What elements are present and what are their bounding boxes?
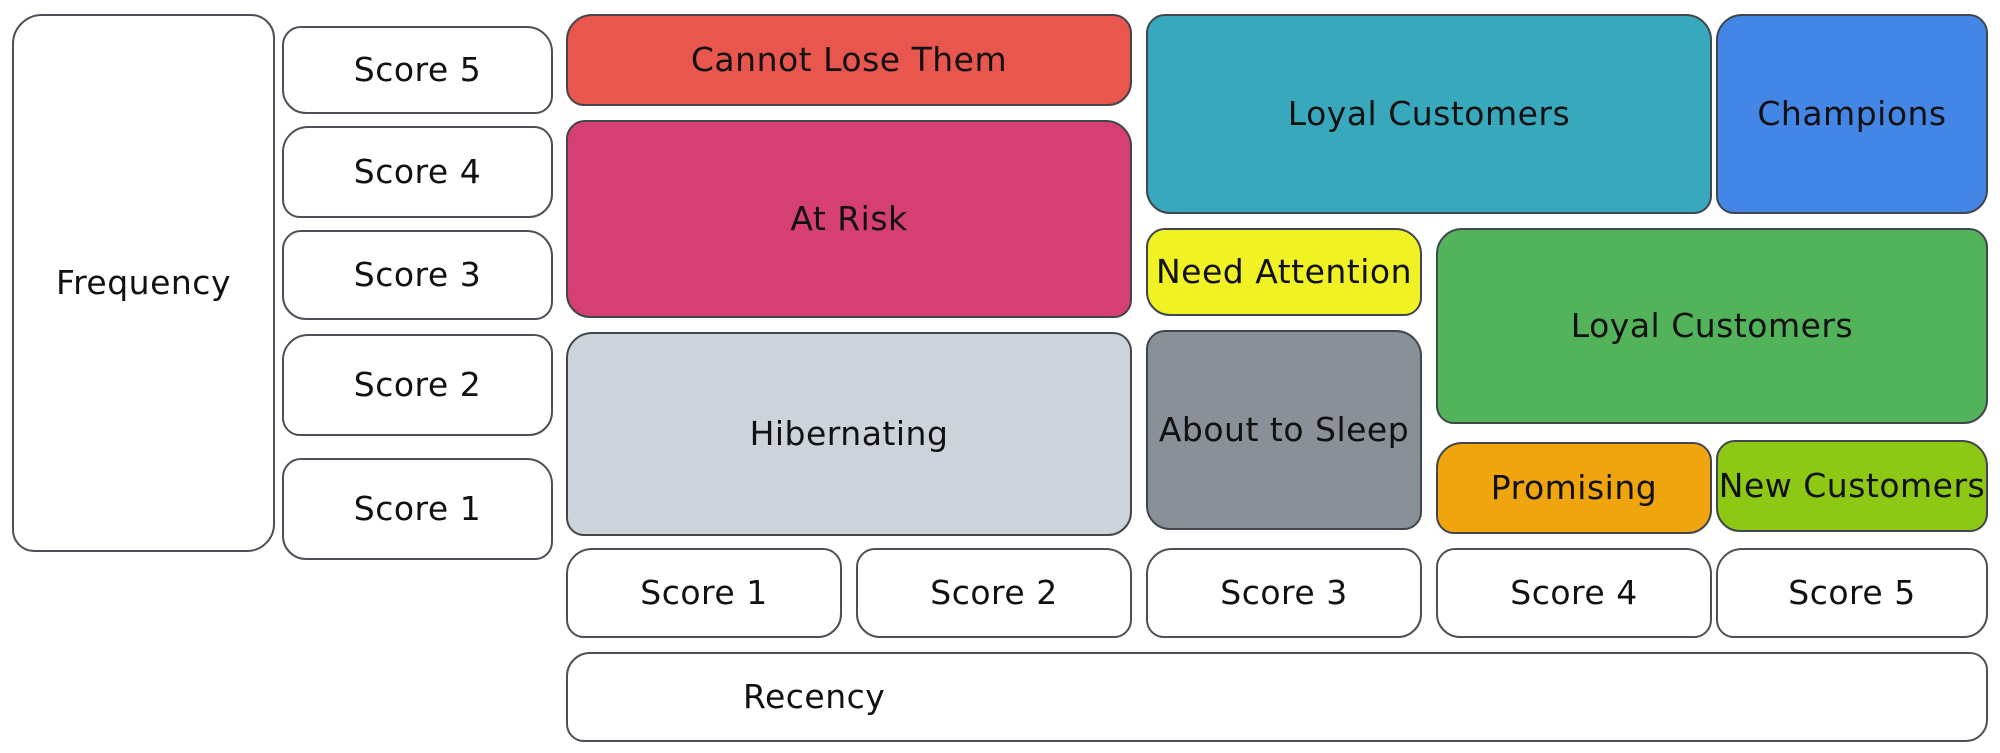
frequency-score-2-box: Score 2 bbox=[282, 334, 553, 436]
frequency-score-3-box: Score 3 bbox=[282, 230, 553, 320]
segment-hibernating: Hibernating bbox=[566, 332, 1132, 536]
segment-need-attention: Need Attention bbox=[1146, 228, 1422, 316]
segment-at-risk: At Risk bbox=[566, 120, 1132, 318]
segment-promising: Promising bbox=[1436, 442, 1712, 534]
segment-loyal-customers-upper: Loyal Customers bbox=[1146, 14, 1712, 214]
segment-cannot-lose-them: Cannot Lose Them bbox=[566, 14, 1132, 106]
recency-axis-label: Recency bbox=[566, 652, 1988, 742]
frequency-score-4-box: Score 4 bbox=[282, 126, 553, 218]
frequency-score-5-box: Score 5 bbox=[282, 26, 553, 114]
segment-champions: Champions bbox=[1716, 14, 1988, 214]
recency-score-4-box: Score 4 bbox=[1436, 548, 1712, 638]
recency-score-3-box: Score 3 bbox=[1146, 548, 1422, 638]
segment-about-to-sleep: About to Sleep bbox=[1146, 330, 1422, 530]
recency-score-2-box: Score 2 bbox=[856, 548, 1132, 638]
frequency-score-1-box: Score 1 bbox=[282, 458, 553, 560]
recency-score-1-box: Score 1 bbox=[566, 548, 842, 638]
frequency-axis-label: Frequency bbox=[12, 14, 275, 552]
segment-new-customers: New Customers bbox=[1716, 440, 1988, 532]
recency-score-5-box: Score 5 bbox=[1716, 548, 1988, 638]
segment-loyal-customers-right: Loyal Customers bbox=[1436, 228, 1988, 424]
